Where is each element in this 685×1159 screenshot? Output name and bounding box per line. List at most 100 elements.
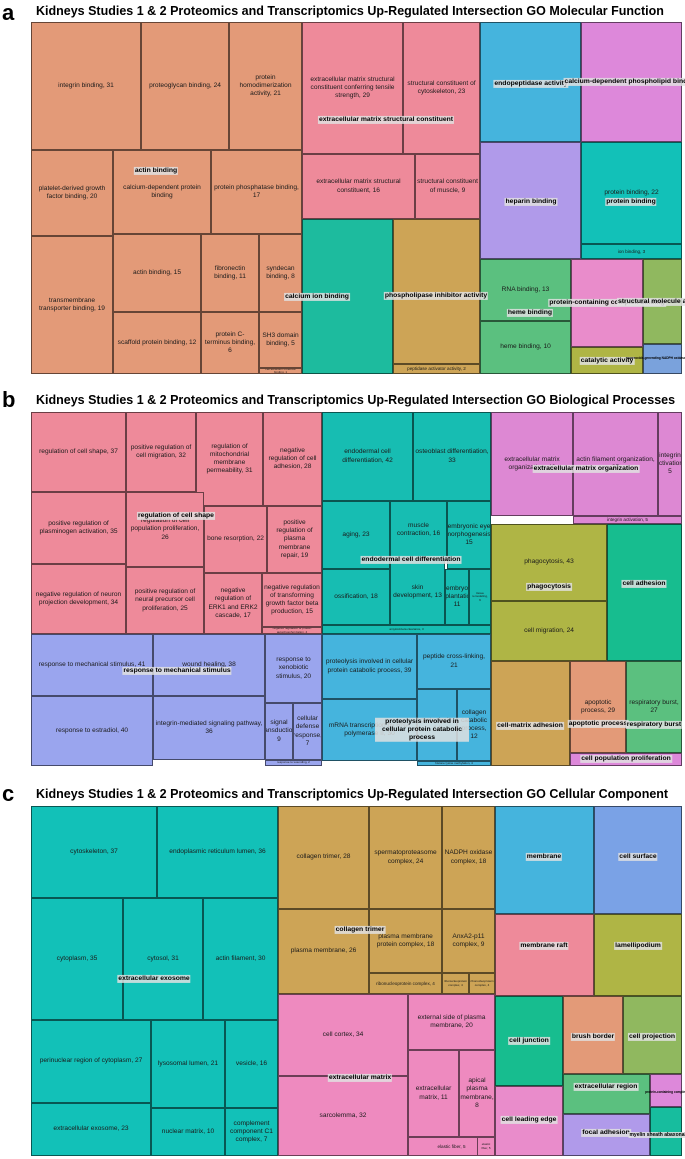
treemap-tile: cell cortex, 34 (278, 994, 408, 1076)
treemap-tile: actin binding, 15 (113, 234, 201, 312)
group-label: focal adhesion (581, 1128, 631, 1138)
treemap-tile: response to wounding, 2 (265, 760, 322, 766)
treemap-tile: external side of plasma membrane, 20 (408, 994, 495, 1050)
tile-label: negative regulation of protein autophosp… (272, 627, 312, 634)
treemap-tile: negative regulation of cell adhesion, 28 (263, 412, 322, 506)
tile-label: peptide cross-linking, 21 (423, 653, 485, 669)
tile-label: plasma membrane protein complex, 18 (376, 932, 435, 948)
treemap-tile: AnxA2-p11 complex, 9 (442, 909, 495, 973)
tile-label: endoplasmic reticulum lumen, 36 (169, 847, 266, 855)
tile-label: regulation of mitochondrial membrane per… (206, 442, 253, 475)
tile-label: response to mechanical stimulus, 41 (38, 660, 146, 668)
tile-label: apoptotic process, 29 (580, 698, 616, 714)
treemap-tile: protein homodimerization activity, 21 (229, 22, 302, 150)
treemap-tile: integrin binding, 31 (31, 22, 141, 150)
treemap-group-tile (650, 1107, 682, 1156)
treemap-tile: response to mechanical stimulus, 41 (31, 634, 153, 696)
treemap-tile: sarcolemma, 32 (278, 1076, 408, 1156)
group-label: protein binding (605, 197, 657, 207)
group-label: protein-containing complex binding (548, 298, 666, 308)
treemap-tile: plasma membrane protein complex, 18 (369, 909, 442, 973)
group-label: cell junction (508, 1036, 550, 1046)
treemap-tile: cytoplasm, 35 (31, 898, 123, 1020)
treemap-tile: plasma membrane, 26 (278, 909, 369, 994)
treemap-tile: elastic fiber, 5 (477, 1137, 495, 1156)
treemap-tile: proteolysis involved in cellular protein… (322, 634, 417, 699)
treemap-tile: endoplasmic reticulum lumen, 36 (157, 806, 278, 898)
tile-label: osteoblast differentiation, 33 (415, 448, 489, 464)
tile-label: response to xenobiotic stimulus, 20 (275, 656, 312, 680)
treemap-tile: apical plasma membrane, 8 (459, 1050, 495, 1137)
treemap-tile: ribonucleoprotein complex, 4 (442, 973, 469, 994)
treemap-tile: skin development, 13 (390, 559, 445, 625)
tile-label: skin development, 13 (393, 583, 442, 599)
group-label: regulation of cell shape (137, 511, 215, 521)
treemap-tile: positive regulation of plasminogen activ… (31, 492, 126, 564)
tile-label: actin binding, 15 (132, 268, 182, 276)
treemap-tile: vesicle, 16 (225, 1020, 278, 1108)
tile-label: protein C-terminus binding, 6 (204, 330, 256, 355)
tile-label: protein binding, 22 (604, 188, 659, 196)
group-label: proteolysis involved in cellular protein… (375, 717, 469, 743)
treemap-tile: apoptotic process, 29 (570, 661, 626, 753)
tile-label: apical plasma membrane, 8 (460, 1077, 494, 1109)
group-label: respiratory burst (625, 720, 683, 730)
tile-label: protein phosphatase binding, 17 (214, 183, 299, 199)
tile-label: sarcolemma, 32 (319, 1111, 367, 1119)
tile-label: cell migration, 24 (524, 626, 574, 634)
tile-label: extracellular matrix structural constitu… (316, 178, 401, 194)
treemap-tile: negative regulation of transforming grow… (262, 573, 322, 627)
tile-label: cytosol, 31 (147, 954, 179, 962)
treemap-tile: ion binding, 3 (581, 244, 682, 259)
tile-label: wound healing, 38 (182, 660, 236, 668)
tile-label: NADPH oxidase complex, 18 (444, 849, 493, 865)
tile-label: structural constituent of cytoskeleton, … (407, 79, 476, 95)
treemap-group-tile (393, 219, 480, 364)
tile-label: extracellular exosome, 23 (53, 1125, 129, 1133)
group-label: membrane (525, 852, 563, 862)
treemap-tile: response to xenobiotic stimulus, 20 (265, 634, 322, 703)
tile-label: regulation of cell shape, 37 (39, 447, 118, 455)
treemap-tile: regulation of cell shape, 37 (31, 412, 126, 492)
group-label: endodermal cell differentiation (360, 555, 462, 565)
treemap-tile: perinuclear region of cytoplasm, 27 (31, 1020, 151, 1103)
treemap-tile: NADPH oxidase complex, 18 (442, 806, 495, 909)
treemap-b: regulation of cell shape, 37 positive reg… (31, 412, 683, 766)
treemap-tile: positive regulation of cell migration, 3… (126, 412, 196, 492)
group-label: calcium ion binding (284, 292, 350, 302)
treemap-tile: extracellular matrix structural constitu… (302, 154, 415, 219)
tile-label: collagen trimer, 28 (296, 853, 351, 861)
tile-label: regulation of cell population proliferat… (130, 517, 200, 541)
treemap-tile: scaffold protein binding, 12 (113, 312, 201, 374)
tile-label: embryonic eye morphogenesis, 15 (447, 522, 491, 547)
tile-label: RNA binding, 13 (501, 285, 550, 293)
treemap-tile: endodermal cell differentiation, 42 (322, 412, 413, 501)
treemap-tile: spermatoproteasome complex, 24 (369, 806, 442, 909)
tile-label: mRNA transcription by RNA polymerase II,… (328, 721, 411, 737)
treemap-tile: integrin-mediated signaling pathway, 36 (153, 696, 265, 760)
treemap-tile: extracellular matrix, 11 (408, 1050, 459, 1137)
group-label: structural molecule activity (616, 297, 685, 307)
tile-label: ribonucleoprotein complex, 4 (470, 979, 494, 987)
tile-label: endodermal cell differentiation, 42 (342, 448, 393, 464)
tile-label: integrin binding, 31 (58, 81, 114, 89)
treemap-tile: heme binding, 10 (480, 321, 571, 374)
tile-label: complement component C1 complex, 7 (230, 1119, 273, 1144)
treemap-tile: integrin activation, 5 (573, 516, 682, 524)
group-label: catalytic activity (579, 356, 635, 366)
group-label: cell adhesion (621, 579, 667, 589)
treemap-tile: nuclear matrix, 10 (151, 1108, 225, 1156)
tile-label: plasma membrane, 26 (290, 947, 357, 955)
panel-c-letter: c (2, 781, 15, 806)
group-label: lamellipodium (614, 941, 662, 951)
tile-label: proteolysis involved in cellular protein… (325, 658, 414, 674)
treemap-tile: cytoskeleton, 37 (31, 806, 157, 898)
tile-label: AnxA2-p11 complex, 9 (452, 932, 485, 948)
group-label: protein-containing complex (645, 1090, 685, 1095)
tile-label: ion binding, 3 (617, 248, 646, 254)
tile-label: elastic fiber, 5 (481, 1142, 491, 1150)
treemap-tile: respiratory burst, 27 (626, 661, 682, 753)
treemap-tile: peptide cross-linking, 21 (417, 634, 491, 689)
treemap-tile: actin filament, 30 (203, 898, 278, 1020)
tile-label: aging, 23 (342, 530, 370, 538)
